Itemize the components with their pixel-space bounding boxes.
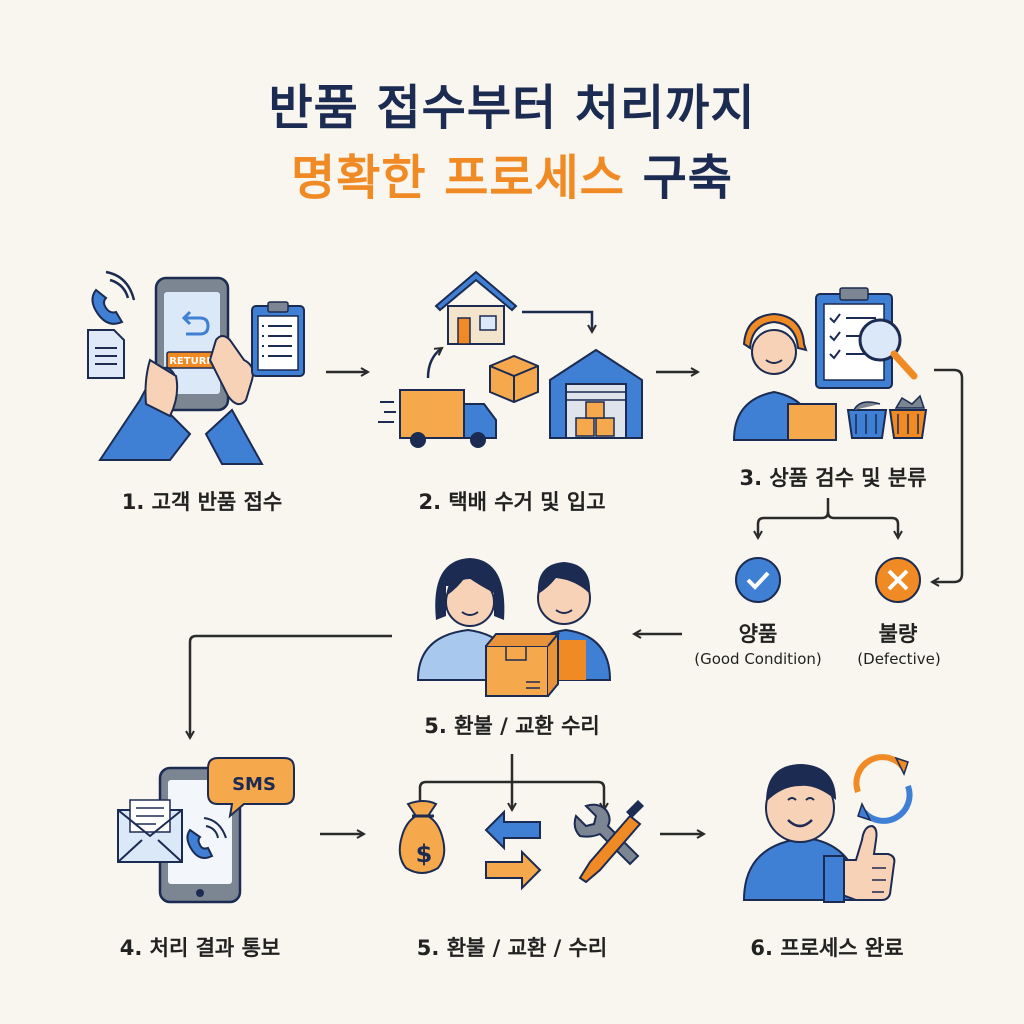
title-line-1: 반품 접수부터 처리까지: [268, 80, 756, 136]
x-circle-icon: [875, 557, 921, 603]
inspection-icon: [732, 287, 928, 441]
step-5b-label: 5. 환불 / 교환 / 수리: [416, 936, 608, 960]
step-2-label: 2. 택배 수거 및 입고: [418, 490, 606, 514]
bad-sub-label: (Defective): [857, 650, 941, 668]
money-bag-icon: $: [398, 800, 446, 874]
title-highlight: 명확한 프로세스: [291, 150, 625, 206]
title-line-2: 명확한 프로세스 구축: [0, 138, 1024, 208]
clipboard-icon: [251, 301, 305, 377]
phone-return-icon: RETURN: [87, 270, 305, 465]
package-box-icon: [485, 631, 561, 697]
wrench-screwdriver-icon: [573, 800, 644, 884]
package-box-icon: [489, 354, 539, 404]
magnifier-icon: [858, 318, 918, 380]
step-6-label: 6. 프로세스 완료: [750, 936, 904, 960]
document-icon: [87, 329, 125, 379]
step-5a-label: 5. 환불 / 교환 수리: [424, 714, 600, 738]
return-button-text: RETURN: [169, 356, 215, 367]
defective-return-arrow: [932, 368, 964, 582]
house-icon: [434, 270, 518, 345]
refresh-cycle-icon: [853, 754, 913, 824]
sms-text: SMS: [232, 774, 276, 795]
arrow-5-to-4: [190, 634, 392, 738]
good-sub-label: (Good Condition): [694, 650, 822, 668]
arrow-split-right: [512, 780, 604, 810]
title-rest: 구축: [642, 150, 733, 206]
dollar-text: $: [416, 840, 433, 868]
customer-staff-icon: [416, 558, 612, 697]
notification-icon: SMS: [117, 757, 295, 904]
branch-good-arrow: [758, 498, 830, 538]
truck-icon: [378, 389, 497, 448]
step-1-label: 1. 고객 반품 접수: [121, 490, 283, 514]
step-3-label: 3. 상품 검수 및 분류: [739, 466, 927, 490]
warehouse-icon: [549, 348, 643, 439]
sms-bubble-icon: SMS: [207, 757, 295, 819]
arrow-split-left: [420, 780, 512, 810]
delivery-icon: [378, 270, 643, 448]
phone-call-icon: [91, 288, 124, 325]
thumbs-up-icon: [823, 824, 896, 903]
phone-call-icon: [186, 828, 214, 859]
envelope-icon: [117, 799, 183, 863]
completion-icon: [742, 754, 913, 903]
check-circle-icon: [735, 557, 781, 603]
good-label: 양품: [738, 622, 778, 646]
branch-bad-arrow: [826, 511, 898, 538]
bad-label: 불량: [878, 622, 918, 646]
step-4-label: 4. 처리 결과 통보: [119, 936, 281, 960]
basket-icon: [846, 394, 928, 439]
checklist-icon: [815, 287, 893, 389]
exchange-arrows-icon: [484, 809, 542, 891]
